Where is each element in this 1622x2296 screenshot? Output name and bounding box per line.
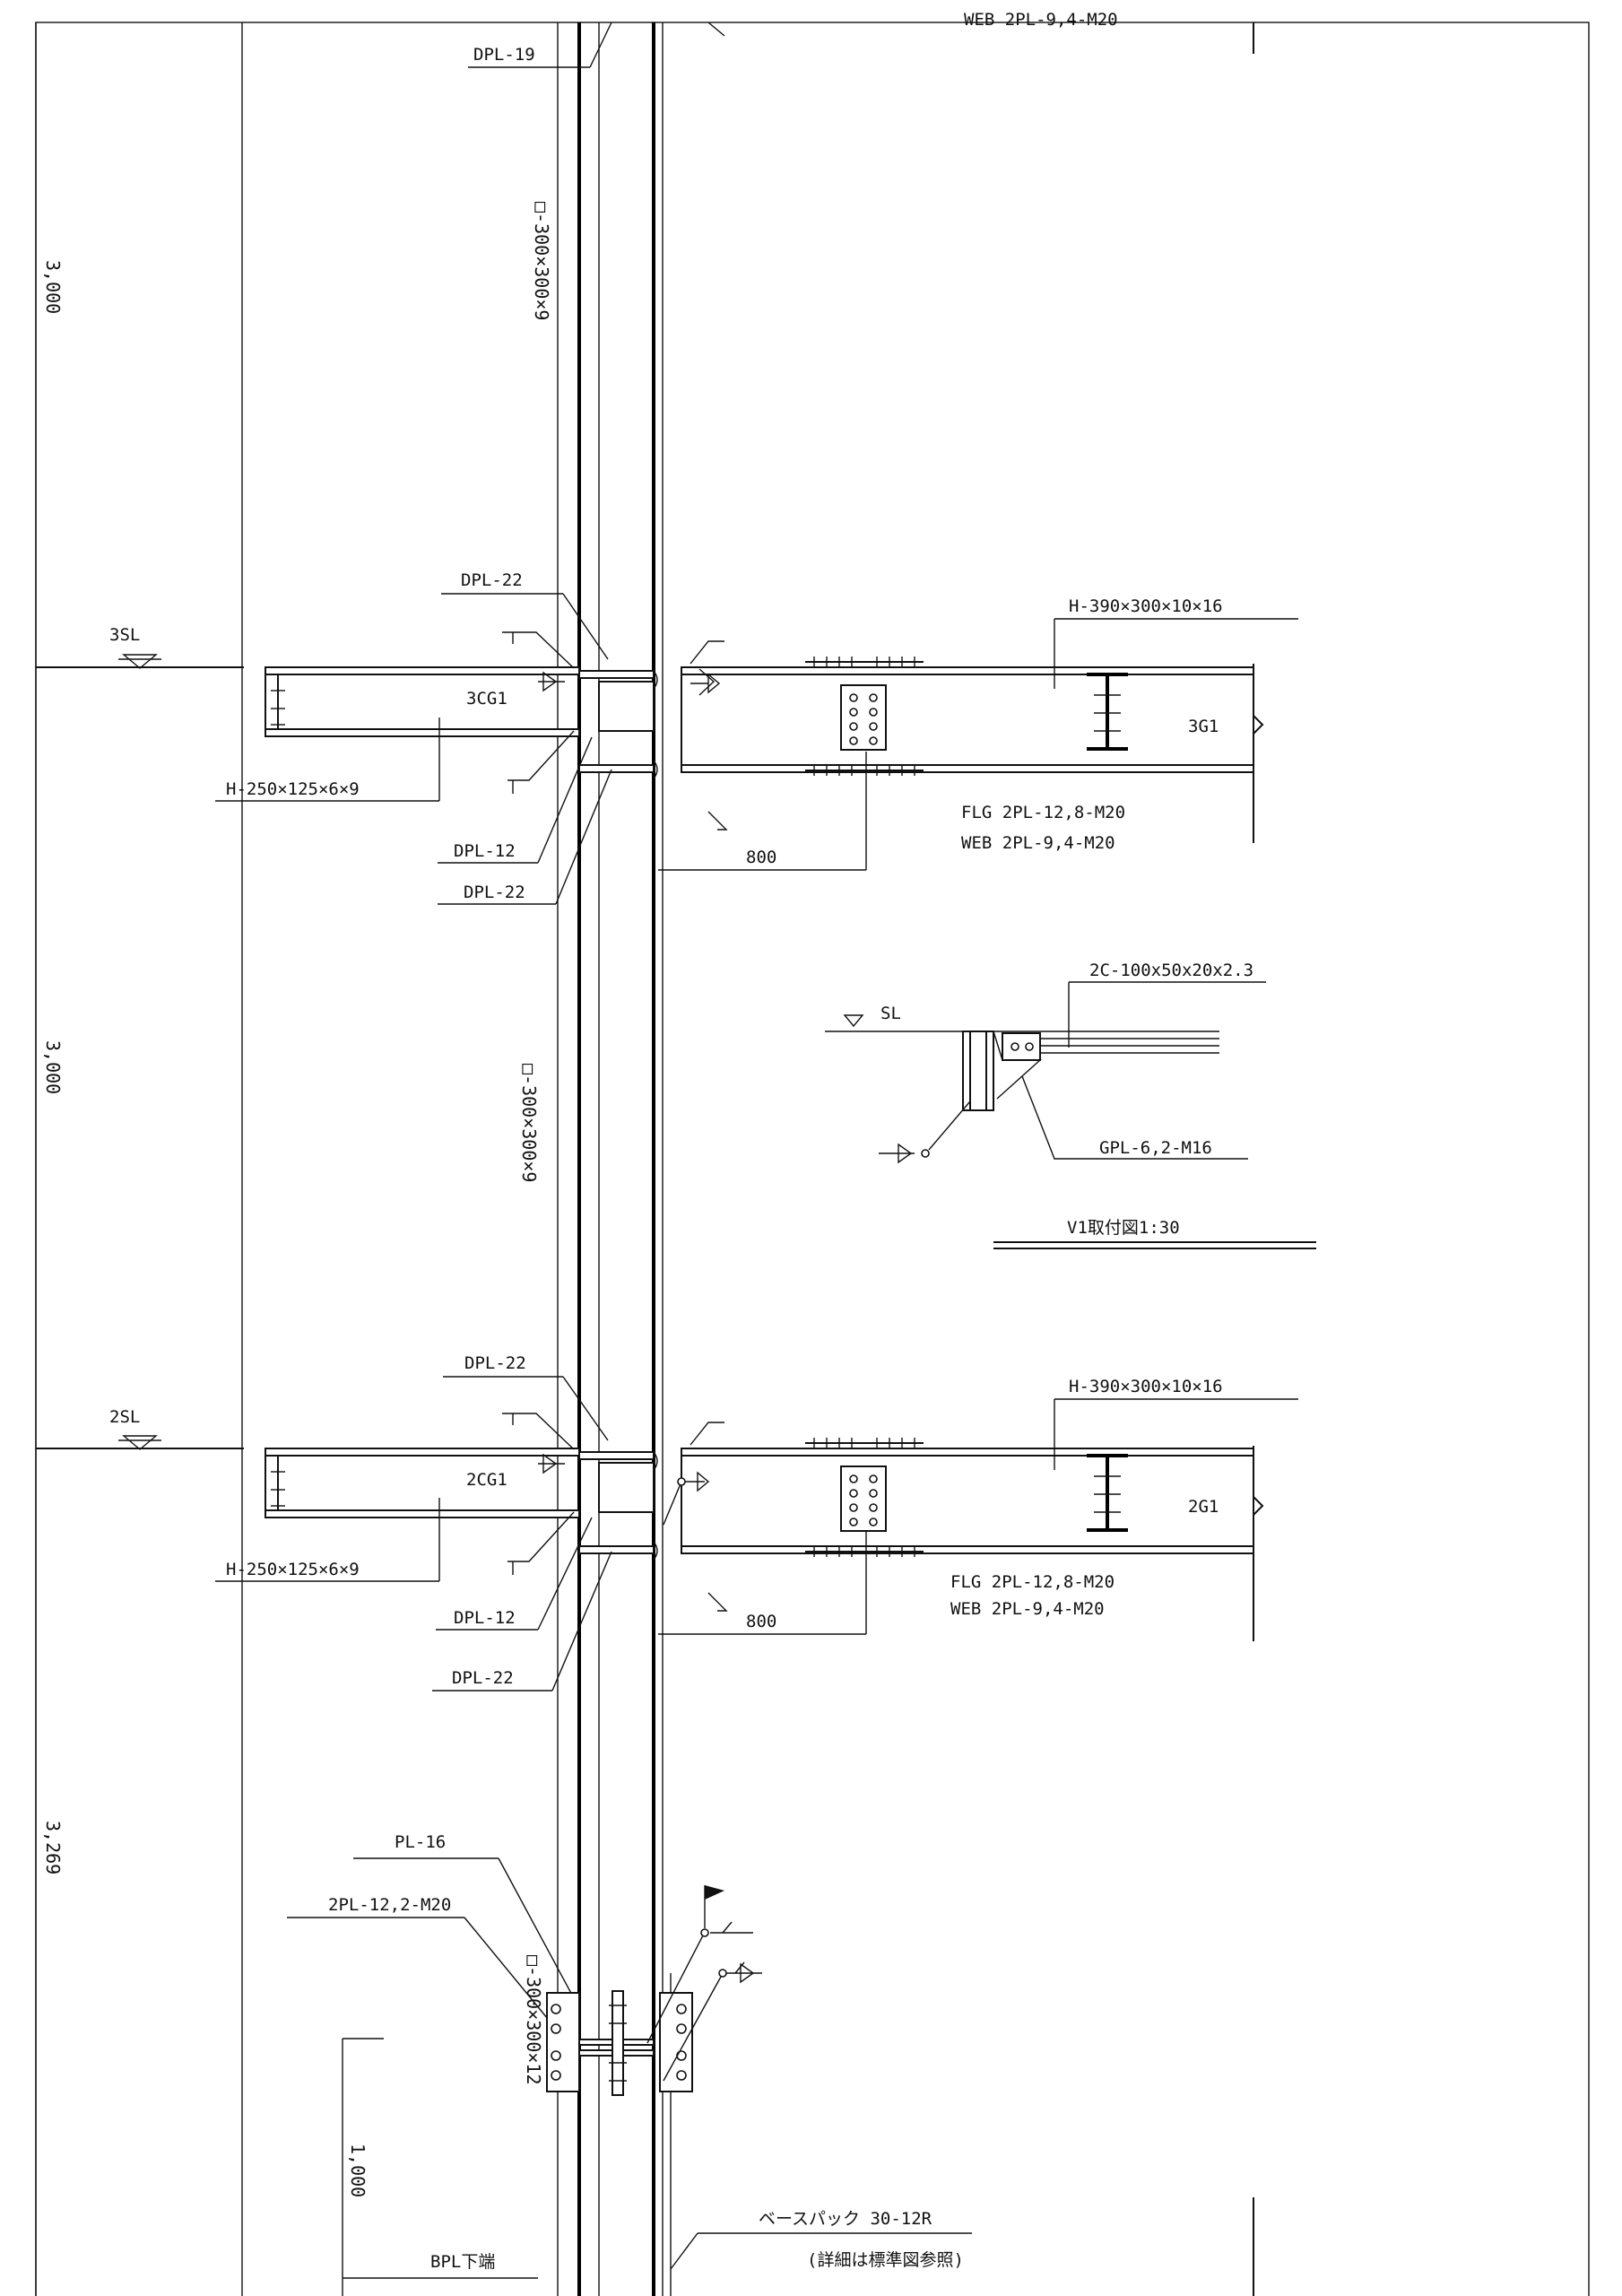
bolt-icon (869, 693, 878, 702)
weld-arrow-icon (689, 1471, 710, 1492)
f2-dpl-12: DPL-12 (454, 1608, 516, 1628)
bolt-icon (676, 2004, 687, 2014)
bolt-icon (869, 708, 878, 717)
weld-arrow-icon (542, 1453, 558, 1474)
weld-flag-icon (705, 1885, 724, 1900)
splice-plate-note: 2PL-12,2-M20 (328, 1895, 451, 1915)
break-line-icon (1253, 674, 1264, 765)
f3-dpl-12: DPL-12 (454, 841, 516, 861)
floor-2-connection (265, 1413, 1264, 1612)
v1-channel-size: 2C-100x50x20x2.3 (1089, 961, 1253, 980)
sheet-frame (35, 22, 1590, 2296)
base-splice: PL-16 2PL-12,2-M20 (287, 1832, 762, 2096)
f2-g-tag: 2G1 (1188, 1497, 1219, 1517)
f3-web-note: WEB 2PL-9,4-M20 (961, 833, 1115, 853)
f2-girder-big-size: H-390×300×10×16 (1069, 1377, 1223, 1396)
bolt-icon (849, 736, 858, 745)
pl-16-label: PL-16 (395, 1832, 446, 1852)
f2-dpl-22-bot: DPL-22 (452, 1668, 514, 1688)
svg-text:2SL: 2SL (109, 1407, 140, 1427)
f3-girder-big-size: H-390×300×10×16 (1069, 596, 1223, 616)
bolt-icon (869, 722, 878, 731)
detail-reference-note: (詳細は標準図参照) (807, 2250, 964, 2270)
bolt-icon (676, 2023, 687, 2034)
f2-girder-small-size: H-250×125×6×9 (226, 1560, 360, 1579)
bolt-icon (869, 1474, 878, 1483)
bolt-icon (849, 722, 858, 731)
bolt-icon (551, 2004, 561, 2014)
level-triangle-icon (122, 654, 158, 669)
svg-text:3SL: 3SL (109, 625, 140, 645)
dim-lower-floor: 3,269 (42, 1821, 64, 1874)
dim-middle-floor: 3,000 (42, 1040, 64, 1094)
v1-detail: 2C-100x50x20x2.3 SL GPL-6,2-M16 V1取付図1:3… (825, 961, 1316, 1249)
level-triangle-icon (843, 1014, 864, 1028)
f3-dpl-22-top: DPL-22 (461, 570, 523, 590)
bolt-icon (551, 2050, 561, 2061)
f3-splice-dim: 800 (746, 848, 776, 867)
f3-g-tag: 3G1 (1188, 717, 1219, 736)
v1-title: V1取付図1:30 (1067, 1218, 1180, 1238)
bolt-icon (676, 2070, 687, 2081)
v1-sl-label: SL (880, 1004, 901, 1023)
v1-gpl-note: GPL-6,2-M16 (1099, 1138, 1212, 1158)
bolt-icon (869, 736, 878, 745)
f3-flg-note: FLG 2PL-12,8-M20 (961, 803, 1125, 822)
bolt-icon (869, 1503, 878, 1512)
floor-3-connection (265, 631, 1264, 831)
column-section-middle: □-300×300×9 (518, 1064, 540, 1182)
f2-web-note: WEB 2PL-9,4-M20 (950, 1599, 1105, 1619)
bolt-icon (849, 1489, 858, 1498)
f3-dpl-22-bot: DPL-22 (464, 883, 525, 902)
column-section-base: □-300×300×12 (523, 1955, 544, 2085)
bolt-icon (676, 2050, 687, 2061)
bolt-icon (1010, 1042, 1019, 1051)
bolt-icon (1025, 1042, 1034, 1051)
dim-base: 1,000 (347, 2144, 369, 2197)
bolt-icon (551, 2023, 561, 2034)
bolt-icon (849, 693, 858, 702)
f2-cg-tag: 2CG1 (466, 1470, 507, 1490)
bolt-icon (551, 2070, 561, 2081)
f2-flg-note: FLG 2PL-12,8-M20 (950, 1572, 1115, 1592)
dim-upper-floor: 3,000 (42, 260, 64, 314)
weld-arrow-icon (542, 671, 558, 692)
bolt-icon (869, 1518, 878, 1526)
level-mark-2sl: 2SL (109, 1407, 161, 1450)
bolt-icon (849, 708, 858, 717)
f2-dpl-22-top: DPL-22 (464, 1353, 526, 1373)
bolt-icon (849, 1518, 858, 1526)
dimension-chain: 3,000 3,000 3,269 1,000 (35, 22, 384, 2296)
f3-girder-small-size: H-250×125×6×9 (226, 779, 360, 799)
weld-arrow-icon (898, 1143, 913, 1164)
weld-arrow-icon (690, 673, 721, 694)
bolt-icon (849, 1503, 858, 1512)
column-section-upper: □-300×300×9 (531, 202, 552, 320)
f3-cg-tag: 3CG1 (466, 689, 507, 709)
top-web-note: WEB 2PL-9,4-M20 (964, 10, 1118, 30)
base-pack-note: ベースパック 30-12R (759, 2209, 932, 2229)
bolt-icon (869, 1489, 878, 1498)
dpl-19-label: DPL-19 (473, 45, 535, 65)
level-mark-3sl: 3SL (109, 625, 161, 669)
bpl-bottom-label: BPL下端 (430, 2252, 495, 2272)
break-line-icon (1253, 1456, 1264, 1546)
level-triangle-icon (122, 1435, 158, 1450)
f2-splice-dim: 800 (746, 1612, 776, 1631)
column (557, 22, 672, 2296)
weld-arrow-icon (740, 1962, 755, 1984)
bolt-icon (849, 1474, 858, 1483)
